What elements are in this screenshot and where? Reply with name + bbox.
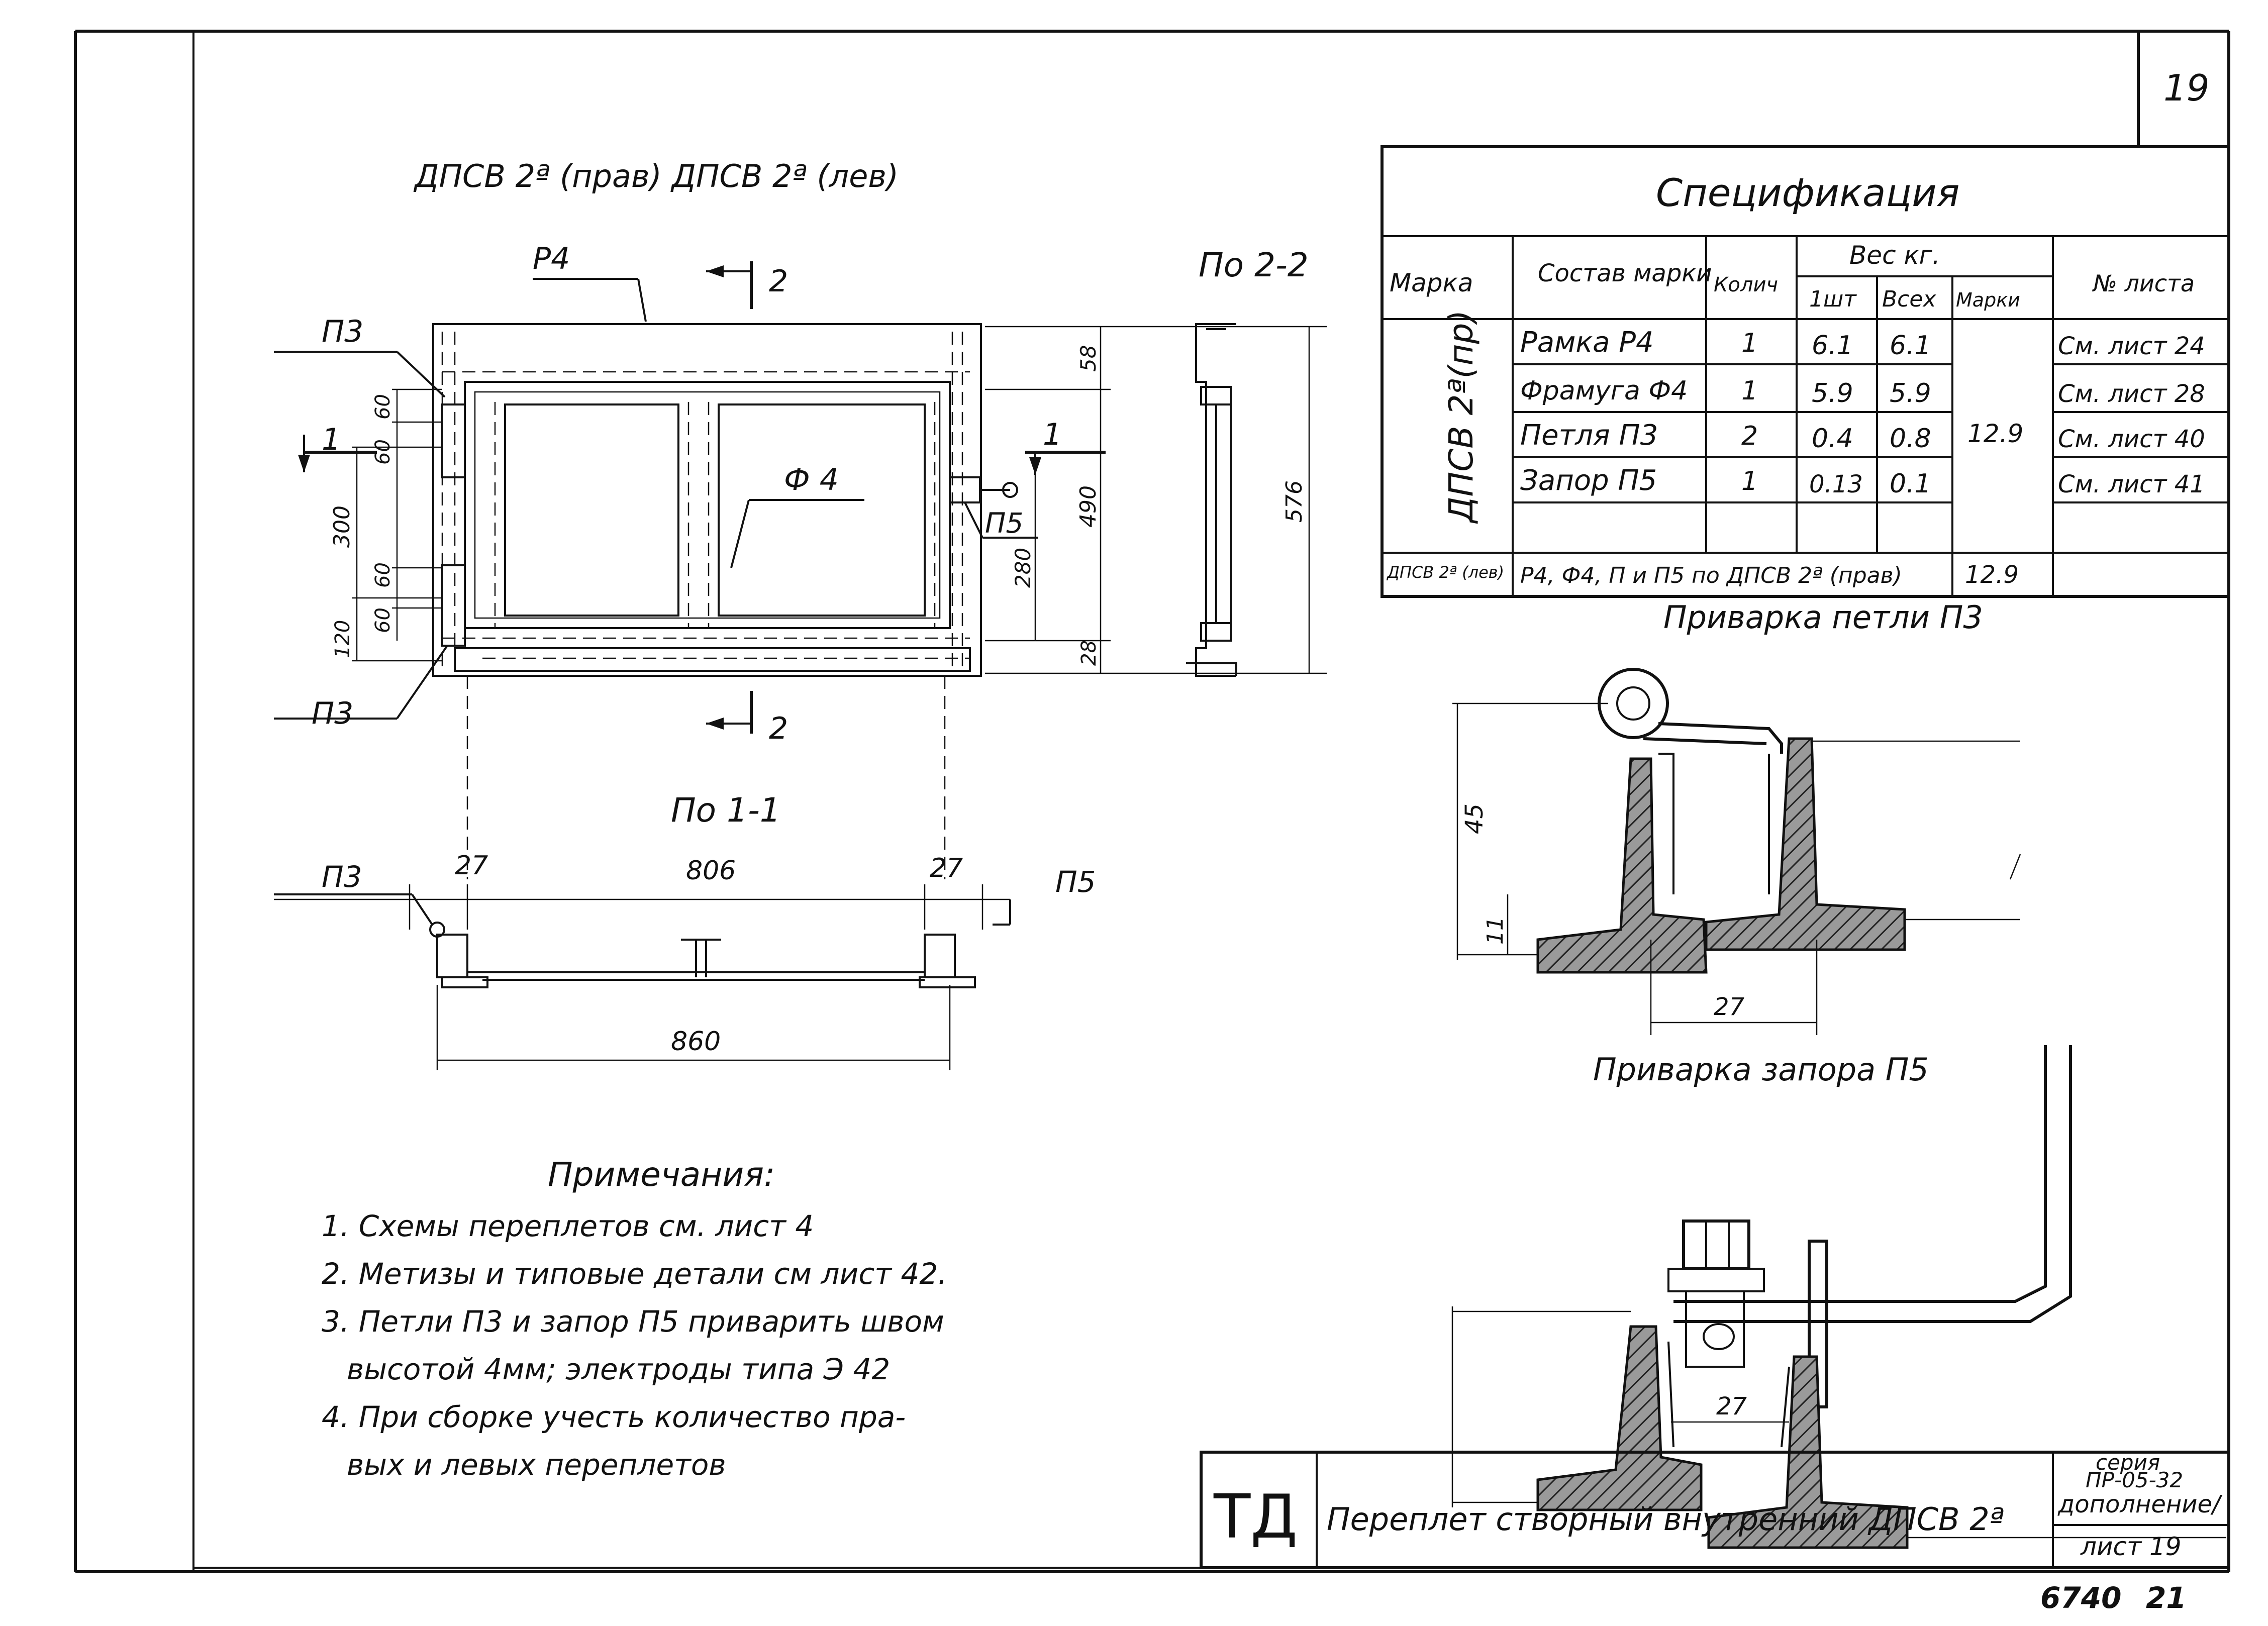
spec-row-sheet: См. лист 28 <box>2058 380 2205 408</box>
dim-120: 120 <box>331 620 354 658</box>
weld-dim-45: 45 <box>1460 803 1489 834</box>
spec-row-name: Фрамуга Ф4 <box>1520 376 1688 406</box>
label-p3-top: П3 <box>322 314 363 349</box>
spec-row-wall: 0.8 <box>1890 424 1931 454</box>
spec-row-qty: 1 <box>1741 466 1758 496</box>
spec-row-name: Рамка Р4 <box>1520 326 1654 359</box>
label-p3-bottom: П3 <box>312 696 353 731</box>
latch-dim-27: 27 <box>1716 1392 1747 1420</box>
spec-header-composition: Состав марки <box>1538 259 1712 287</box>
weld-dim-27: 27 <box>1714 993 1745 1021</box>
spec-row-qty: 2 <box>1741 421 1758 451</box>
page-number-box: 19 <box>2137 31 2229 148</box>
spec-header-qty: Колич <box>1714 273 1778 296</box>
note-item: высотой 4мм; электроды типа Э 42 <box>347 1352 890 1386</box>
dim-490: 490 <box>1075 485 1101 528</box>
dim-60b: 60 <box>371 439 395 465</box>
note-item: вых и левых переплетов <box>347 1448 726 1482</box>
spec-row-name: Петля П3 <box>1520 419 1658 452</box>
cut-2-top: 2 <box>769 264 788 299</box>
cut-1-right: 1 <box>1043 417 1062 452</box>
dim-806: 806 <box>686 856 736 886</box>
stamp-sheet: лист 19 <box>2080 1532 2182 1561</box>
weld-dim-11: 11 <box>1483 917 1508 945</box>
dim-860: 860 <box>671 1027 721 1057</box>
spec-row-sheet: См. лист 41 <box>2058 470 2205 498</box>
spec-footer-mark: ДПСВ 2ª (лев) <box>1386 563 1504 582</box>
page-number: 19 <box>2163 67 2210 109</box>
section-22-title: По 2-2 <box>1199 246 1309 284</box>
front-view: ДПСВ 2ª (прав) ДПСВ 2ª (лев) <box>274 158 1327 879</box>
bottom-number: 21 <box>2146 1581 2187 1615</box>
spec-row-qty: 1 <box>1741 376 1758 406</box>
spec-header-sheet: № листа <box>2092 270 2195 297</box>
stamp-title: Переплет створный внутренний ДПСВ 2ª <box>1327 1501 2004 1538</box>
dim-27-left: 27 <box>455 851 488 881</box>
note-item: 3. Петли П3 и запор П5 приварить швом <box>322 1304 944 1339</box>
note-item: 2. Метизы и типовые детали см лист 42. <box>322 1257 947 1291</box>
spec-row-w1: 0.13 <box>1809 470 1863 498</box>
dim-60a: 60 <box>371 394 395 420</box>
label-p5-section: П5 <box>1055 865 1096 899</box>
spec-header-w-all: Всех <box>1882 286 1936 312</box>
spec-row-qty: 1 <box>1741 328 1758 358</box>
section-1-1: По 1-1 27 806 27 П3 П5 860 <box>274 791 1096 1070</box>
spec-row-w1: 0.4 <box>1812 424 1853 454</box>
spec-footer-text: Р4, Ф4, П и П5 по ДПСВ 2ª (прав) <box>1520 563 1902 588</box>
dim-28: 28 <box>1077 640 1101 666</box>
spec-row-w1: 5.9 <box>1812 378 1853 409</box>
stamp-series-code: ПР-05-32 <box>2086 1468 2183 1492</box>
dim-576: 576 <box>1281 480 1307 523</box>
notes: Примечания: 1. Схемы переплетов см. лист… <box>322 1155 947 1482</box>
spec-header-w-mark: Марки <box>1956 289 2020 311</box>
spec-mark-weight: 12.9 <box>1967 419 2023 448</box>
spec-row-wall: 5.9 <box>1890 378 1931 409</box>
weld-hinge-title: Приварка петли П3 <box>1663 599 1983 636</box>
section-11-title: По 1-1 <box>671 791 781 830</box>
notes-title: Примечания: <box>548 1155 775 1194</box>
spec-row-name: Запор П5 <box>1520 464 1657 497</box>
dim-300: 300 <box>329 505 355 548</box>
weld-latch-title: Приварка запора П5 <box>1593 1051 1929 1088</box>
spec-row-wall: 6.1 <box>1890 331 1931 361</box>
title-stamp: ТД Переплет створный внутренний ДПСВ 2ª … <box>1200 1450 2230 1569</box>
spec-header-w-piece: 1шт <box>1809 286 1857 312</box>
stamp-logo: ТД <box>1213 1482 1298 1552</box>
stamp-series: серия <box>2096 1450 2160 1475</box>
specification-table: Спецификация Марка Состав марки Колич Ве… <box>1380 145 2230 598</box>
spec-footer-weight: 12.9 <box>1965 561 2019 589</box>
dim-60d: 60 <box>371 607 395 633</box>
note-item: 1. Схемы переплетов см. лист 4 <box>322 1209 814 1243</box>
cut-1-left: 1 <box>322 422 341 457</box>
dim-280: 280 <box>1011 548 1035 588</box>
spec-row-wall: 0.1 <box>1890 469 1931 499</box>
spec-title: Спецификация <box>1656 170 1959 215</box>
label-p5-front: П5 <box>985 507 1023 539</box>
dim-58: 58 <box>1076 345 1101 372</box>
spec-mark-name: ДПСВ 2ª(пр) <box>1442 310 1481 524</box>
weld-hinge-detail: Приварка петли П3 45 11 27 <box>1452 599 2021 1035</box>
spec-header-weight: Вес кг. <box>1849 241 1940 270</box>
dim-60c: 60 <box>371 562 395 588</box>
spec-row-w1: 6.1 <box>1812 331 1853 361</box>
note-item: 4. При сборке учесть количество пра- <box>322 1400 906 1434</box>
label-p3-section: П3 <box>322 860 362 894</box>
label-f4: Ф 4 <box>784 462 839 497</box>
section-2-2: По 2-2 <box>1186 246 1309 677</box>
label-p4: Р4 <box>533 241 570 276</box>
spec-row-sheet: См. лист 24 <box>2058 332 2205 360</box>
cut-2-bottom: 2 <box>769 711 788 746</box>
dim-27-right: 27 <box>930 853 963 883</box>
spec-row-sheet: См. лист 40 <box>2058 425 2205 453</box>
bottom-code: 6740 <box>2040 1581 2121 1615</box>
view-title: ДПСВ 2ª (прав) ДПСВ 2ª (лев) <box>413 158 899 194</box>
stamp-supplement: дополнение/ <box>2057 1490 2223 1518</box>
spec-header-mark: Марка <box>1390 268 1473 297</box>
